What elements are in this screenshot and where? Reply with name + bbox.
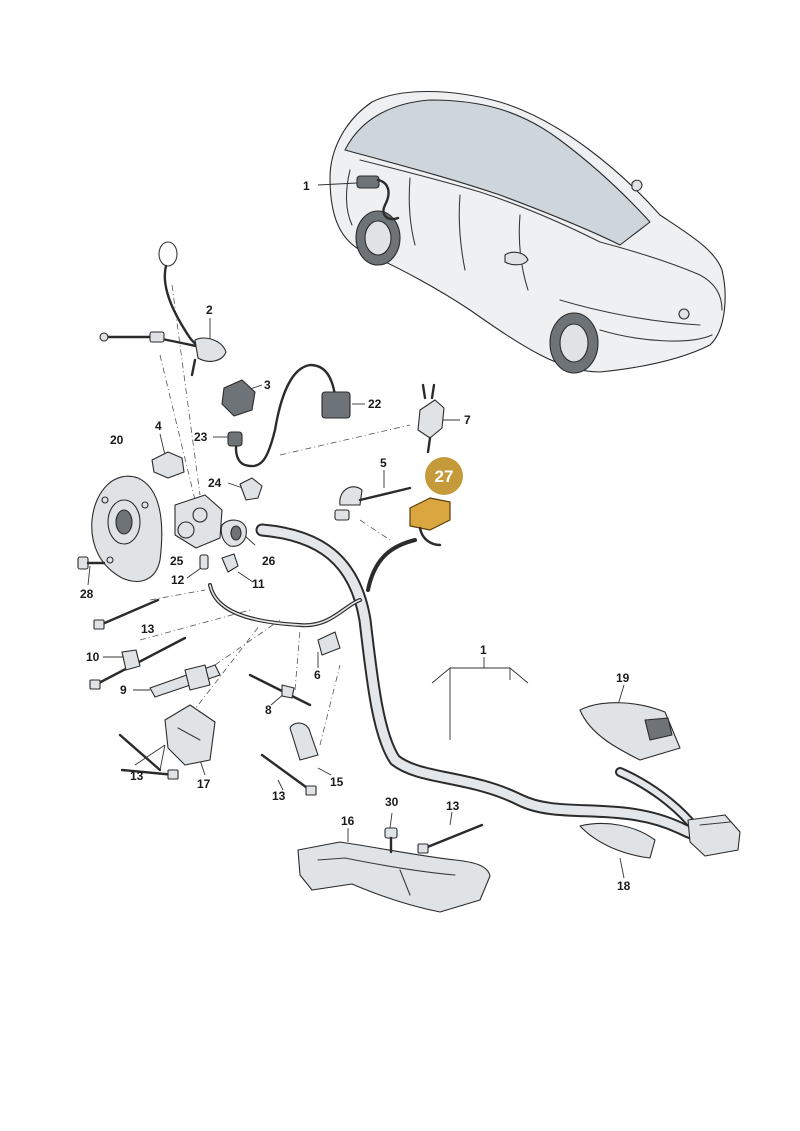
harness-end-connector [687, 814, 741, 857]
vehicle-illustration [329, 90, 726, 374]
part-clip-holder-5 [334, 486, 412, 521]
part-plug-23 [227, 431, 243, 447]
callout-3: 3 [264, 378, 271, 392]
callout-1-main: 1 [480, 643, 487, 657]
callout-2: 2 [206, 303, 213, 317]
part-clamp-10 [89, 636, 187, 690]
part-clip-6 [317, 631, 341, 656]
callout-8: 8 [265, 703, 272, 717]
part-holder-clip [417, 383, 445, 454]
part-plug-24 [239, 477, 263, 501]
callout-13-c: 13 [272, 789, 286, 803]
callout-6: 6 [314, 668, 321, 682]
part-tie-8 [248, 673, 312, 707]
part-release-cable [99, 241, 227, 377]
part-highlighted-connector [409, 497, 451, 547]
callout-15: 15 [330, 775, 344, 789]
highlight-badge-circle [425, 457, 463, 495]
callout-18: 18 [617, 879, 631, 893]
part-small-clips [199, 553, 239, 573]
callout-4: 4 [155, 419, 162, 433]
callout-17: 17 [197, 777, 211, 791]
callout-7: 7 [464, 413, 471, 427]
part-cable-ties [93, 598, 484, 854]
callout-24: 24 [208, 476, 222, 490]
part-bracket-16 [297, 841, 491, 913]
callout-16: 16 [341, 814, 355, 828]
callout-labels: 1 2 3 22 7 4 20 23 24 5 25 26 12 11 28 1… [80, 179, 631, 893]
part-cover-19 [579, 702, 681, 761]
callout-28: 28 [80, 587, 94, 601]
callout-23: 23 [194, 430, 208, 444]
callout-25: 25 [170, 554, 184, 568]
highlight-badge-label: 27 [435, 467, 454, 486]
callout-1-top: 1 [303, 179, 310, 193]
callout-10: 10 [86, 650, 100, 664]
callout-5: 5 [380, 456, 387, 470]
highlight-badge-27[interactable]: 27 [425, 457, 463, 495]
callout-9: 9 [120, 683, 127, 697]
part-socket-housing [91, 475, 163, 582]
callout-30: 30 [385, 795, 399, 809]
part-socket-insert [174, 494, 247, 549]
part-cover-18 [579, 822, 656, 859]
part-bolt-30 [384, 827, 398, 854]
callout-13-a: 13 [141, 622, 155, 636]
part-clip-15 [289, 722, 319, 761]
part-strap-9 [149, 664, 221, 698]
part-holder-17 [164, 704, 216, 766]
callout-19: 19 [616, 671, 630, 685]
callout-26: 26 [262, 554, 276, 568]
part-control-box [234, 363, 351, 468]
callout-20: 20 [110, 433, 124, 447]
part-actuator [221, 379, 256, 417]
part-bracket-4 [151, 451, 185, 479]
callout-12: 12 [171, 573, 185, 587]
part-screw-28 [77, 556, 106, 570]
cable-harness-main [208, 523, 732, 849]
callout-11: 11 [252, 577, 265, 591]
callout-13-d: 13 [446, 799, 460, 813]
callout-22: 22 [368, 397, 382, 411]
callout-13-b: 13 [130, 769, 144, 783]
